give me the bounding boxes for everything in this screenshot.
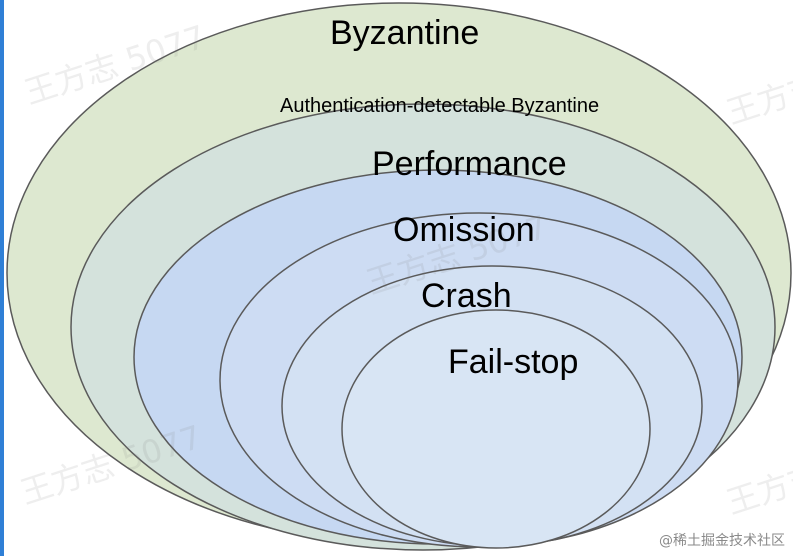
label-omission: Omission: [393, 211, 535, 249]
ellipse-failstop: [341, 309, 651, 549]
label-crash: Crash: [421, 277, 512, 315]
window-edge-bar: [0, 0, 4, 556]
label-byzantine: Byzantine: [330, 14, 480, 52]
label-fail-stop: Fail-stop: [448, 343, 579, 381]
source-credit: @稀土掘金技术社区: [659, 533, 785, 549]
label-auth-detectable-byzantine: Authentication-detectable Byzantine: [280, 95, 600, 117]
label-performance: Performance: [372, 145, 567, 183]
